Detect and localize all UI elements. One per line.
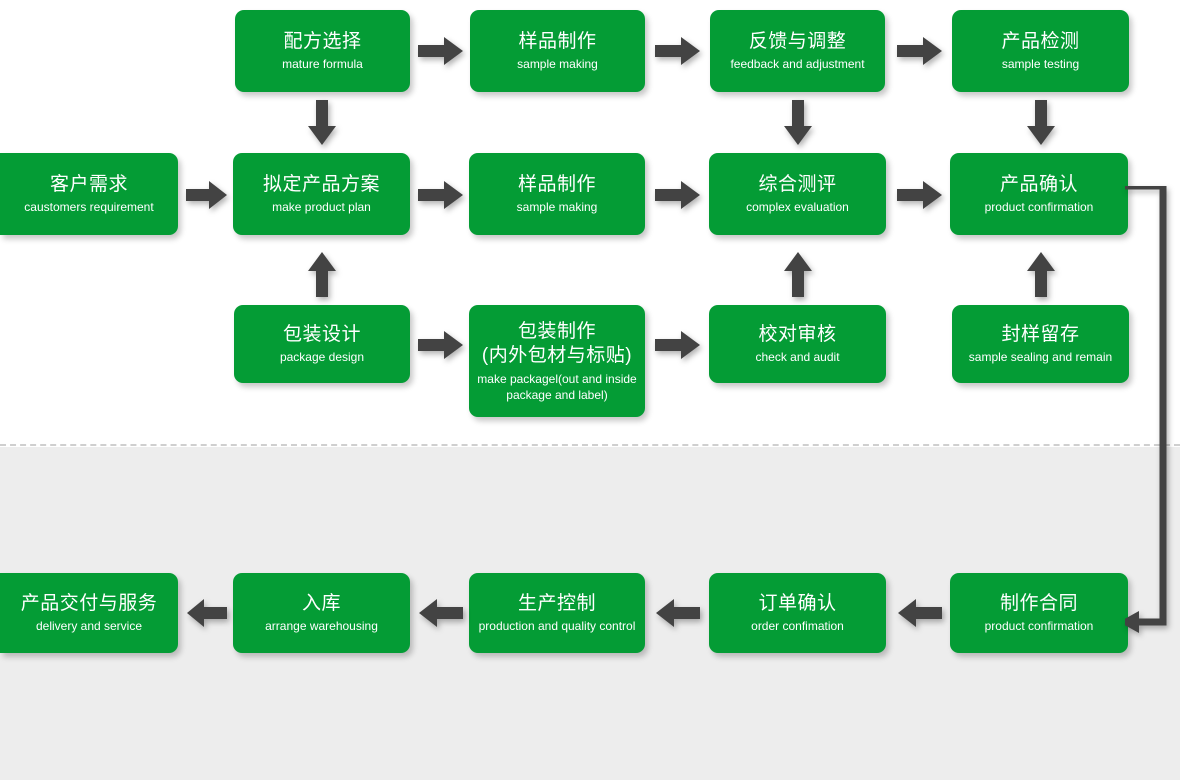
node-label-en: sample testing	[1001, 57, 1080, 71]
arrow-left-warehousing-to-delivery	[186, 598, 228, 628]
arrow-right-sample-to-evaluation	[655, 180, 701, 210]
arrow-left-production-to-warehousing	[418, 598, 464, 628]
node-formula-selection[interactable]: 配方选择 mature formula	[235, 10, 410, 92]
node-label-en: sample sealing and remain	[968, 350, 1113, 364]
node-complex-evaluation[interactable]: 综合测评 complex evaluation	[709, 153, 886, 235]
node-label-cn: 入库	[301, 593, 341, 614]
arrow-right-evaluation-to-confirmation	[897, 180, 943, 210]
arrow-right-sample-to-feedback	[655, 36, 701, 66]
arrow-right-plan-to-sample	[418, 180, 464, 210]
node-label-cn: 样品制作	[517, 174, 596, 195]
node-feedback-adjustment[interactable]: 反馈与调整 feedback and adjustment	[710, 10, 885, 92]
arrow-right-design-to-making	[418, 330, 464, 360]
arrow-left-contract-to-order	[897, 598, 943, 628]
node-label-en: complex evaluation	[746, 200, 849, 214]
node-label-cn: 客户需求	[49, 174, 128, 195]
node-make-product-plan[interactable]: 拟定产品方案 make product plan	[233, 153, 410, 235]
arrow-left-order-to-production	[655, 598, 701, 628]
node-label-en: caustomers requirement	[24, 200, 154, 214]
node-label-cn: 配方选择	[283, 31, 362, 52]
node-sample-testing[interactable]: 产品检测 sample testing	[952, 10, 1129, 92]
node-label-en: arrange warehousing	[265, 619, 378, 633]
node-label-cn: 综合测评	[758, 174, 837, 195]
node-arrange-warehousing[interactable]: 入库 arrange warehousing	[233, 573, 410, 653]
arrow-right-feedback-to-testing	[897, 36, 943, 66]
node-make-contract[interactable]: 制作合同 product confirmation	[950, 573, 1128, 653]
node-sample-making-row2[interactable]: 样品制作 sample making	[469, 153, 645, 235]
node-delivery-service[interactable]: 产品交付与服务 delivery and service	[0, 573, 178, 653]
node-label-cn: 产品确认	[999, 174, 1078, 195]
node-label-cn: 包装制作	[517, 320, 596, 342]
node-label-en: sample making	[516, 200, 598, 214]
node-label-en: make product plan	[272, 200, 371, 214]
node-package-making[interactable]: 包装制作 (内外包材与标贴) make packagel(out and ins…	[469, 305, 645, 417]
node-label-en: sample making	[517, 57, 598, 71]
node-check-audit[interactable]: 校对审核 check and audit	[709, 305, 886, 383]
node-label-en: feedback and adjustment	[730, 57, 865, 71]
node-label-cn: 产品交付与服务	[20, 593, 158, 614]
node-label-cn: 拟定产品方案	[262, 174, 380, 195]
elbow-confirmation-to-contract	[1125, 186, 1180, 636]
arrow-right-making-to-audit	[655, 330, 701, 360]
node-label-en: order confimation	[751, 619, 844, 633]
node-label-en: package design	[279, 350, 365, 364]
node-label-en: delivery and service	[35, 619, 143, 633]
section-divider	[0, 444, 1180, 446]
node-label-cn: 封样留存	[1001, 324, 1080, 345]
node-label-cn: 制作合同	[999, 593, 1078, 614]
node-label-en: production and quality control	[478, 619, 636, 633]
arrow-right-requirement-to-plan	[186, 180, 228, 210]
node-sample-making-row1[interactable]: 样品制作 sample making	[470, 10, 645, 92]
arrow-up-audit-to-evaluation	[783, 252, 813, 298]
node-package-design[interactable]: 包装设计 package design	[234, 305, 410, 383]
node-label-cn: 反馈与调整	[748, 31, 847, 52]
arrow-down-testing-to-confirmation	[1026, 100, 1056, 146]
arrow-down-feedback-to-evaluation	[783, 100, 813, 146]
node-label-cn: 包装设计	[282, 324, 361, 345]
node-label-cn: 校对审核	[758, 324, 837, 345]
node-customer-requirement[interactable]: 客户需求 caustomers requirement	[0, 153, 178, 235]
node-label-en: product confirmation	[984, 200, 1094, 214]
node-production-control[interactable]: 生产控制 production and quality control	[469, 573, 645, 653]
node-product-confirmation[interactable]: 产品确认 product confirmation	[950, 153, 1128, 235]
node-label-en: make packagel(out and inside package and…	[477, 371, 637, 402]
node-label-cn: 生产控制	[517, 593, 596, 614]
node-label-en: mature formula	[282, 57, 363, 71]
node-order-confirmation[interactable]: 订单确认 order confimation	[709, 573, 886, 653]
node-label-cn: 产品检测	[1001, 31, 1080, 52]
node-label-en: check and audit	[755, 350, 840, 364]
arrow-up-packagedesign-to-plan	[307, 252, 337, 298]
node-sample-sealing[interactable]: 封样留存 sample sealing and remain	[952, 305, 1129, 383]
arrow-right-formula-to-sample	[418, 36, 464, 66]
node-label-en: product confirmation	[984, 619, 1094, 633]
arrow-up-sealing-to-confirmation	[1026, 252, 1056, 298]
arrow-down-formula-to-plan	[307, 100, 337, 146]
node-label-cn: 样品制作	[518, 31, 597, 52]
node-label-cn-secondary: (内外包材与标贴)	[481, 344, 633, 366]
node-label-cn: 订单确认	[758, 593, 837, 614]
